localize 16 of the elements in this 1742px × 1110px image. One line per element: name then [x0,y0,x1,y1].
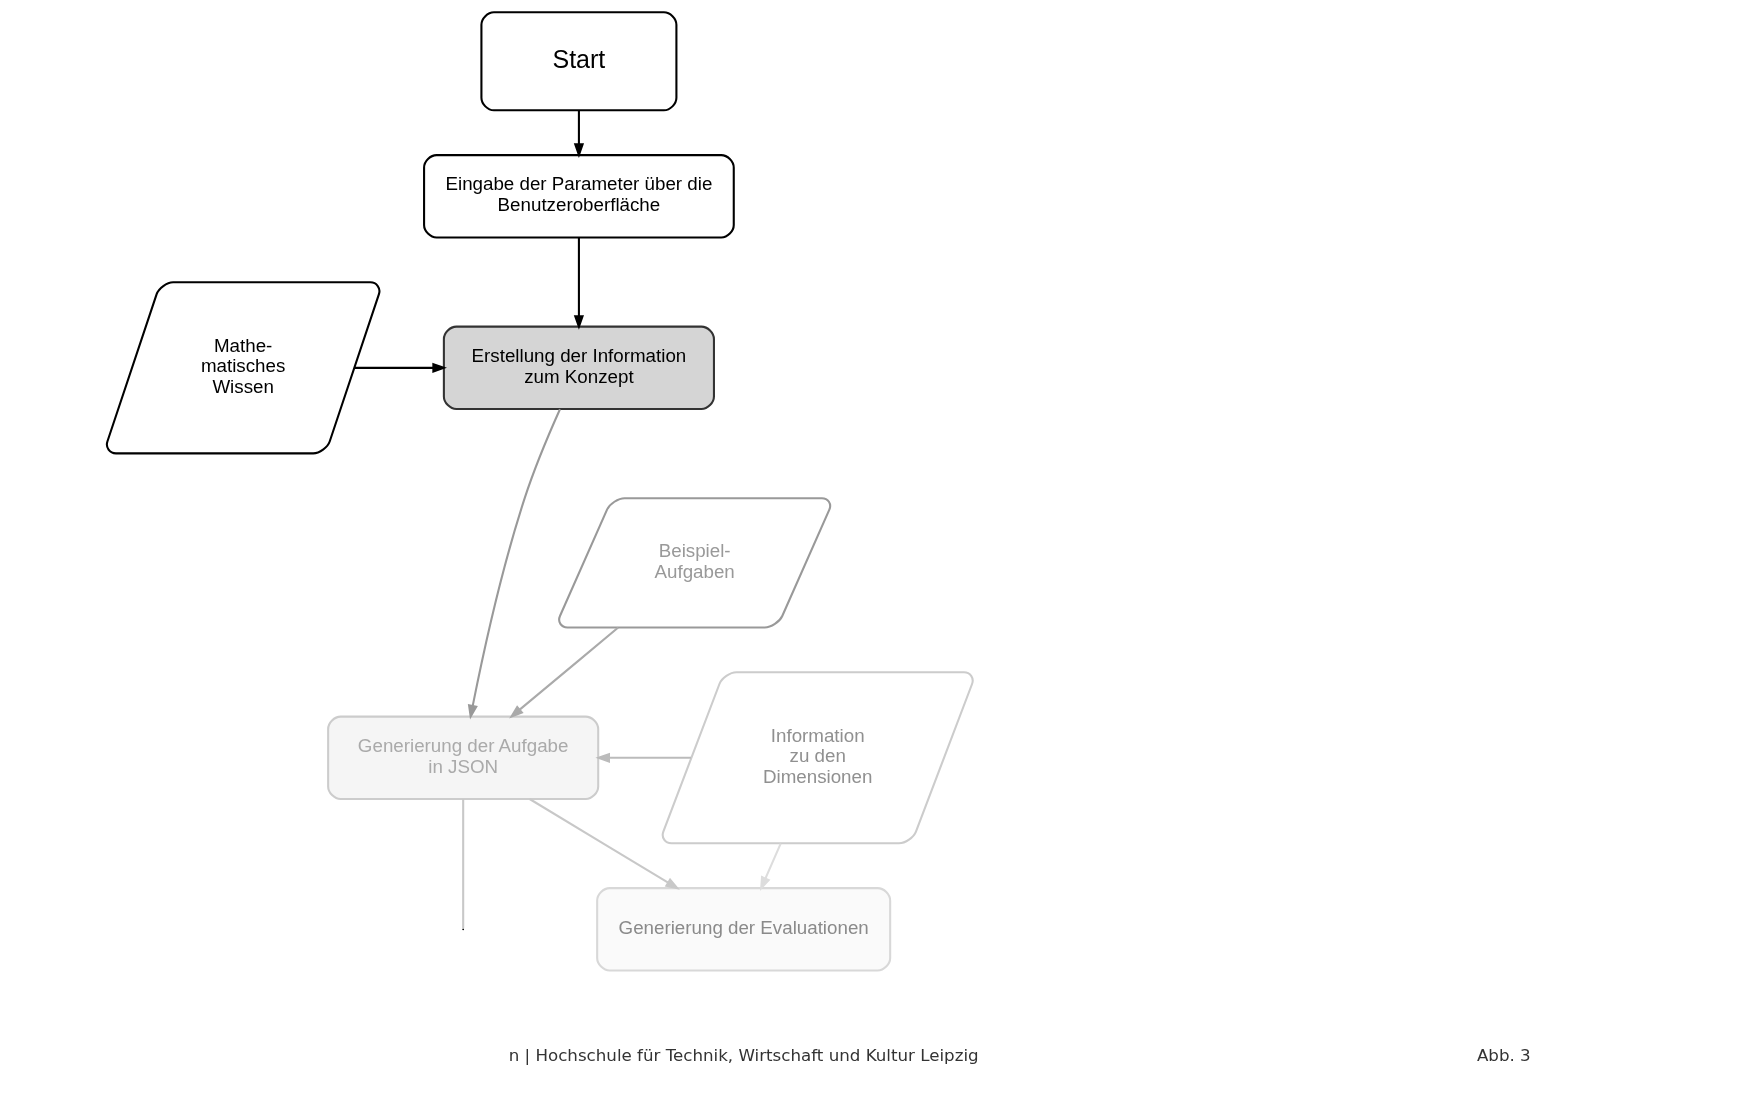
arrow [509,626,619,719]
node-box: Eingabe der Parameter über die Benutzeroberfläche [423,154,735,239]
arrow [573,237,585,330]
node-box: Start [480,11,678,112]
arrow [467,408,561,720]
connector [462,799,465,929]
label: n | Hochschule für Technik, Wirtschaft und Kultur Leipzig [508,1045,979,1065]
node-box: Generierung der Aufgabe in JSON [327,715,600,801]
node-box: Generierung der Evaluationen [596,887,892,972]
node-box: Erstellung der Information zum Konzept [442,325,715,411]
arrow [529,798,680,890]
arrow [595,752,691,763]
arrow [759,843,782,892]
label: Abb. 3 [1476,1045,1531,1065]
arrow [354,362,447,373]
arrow [573,110,585,158]
